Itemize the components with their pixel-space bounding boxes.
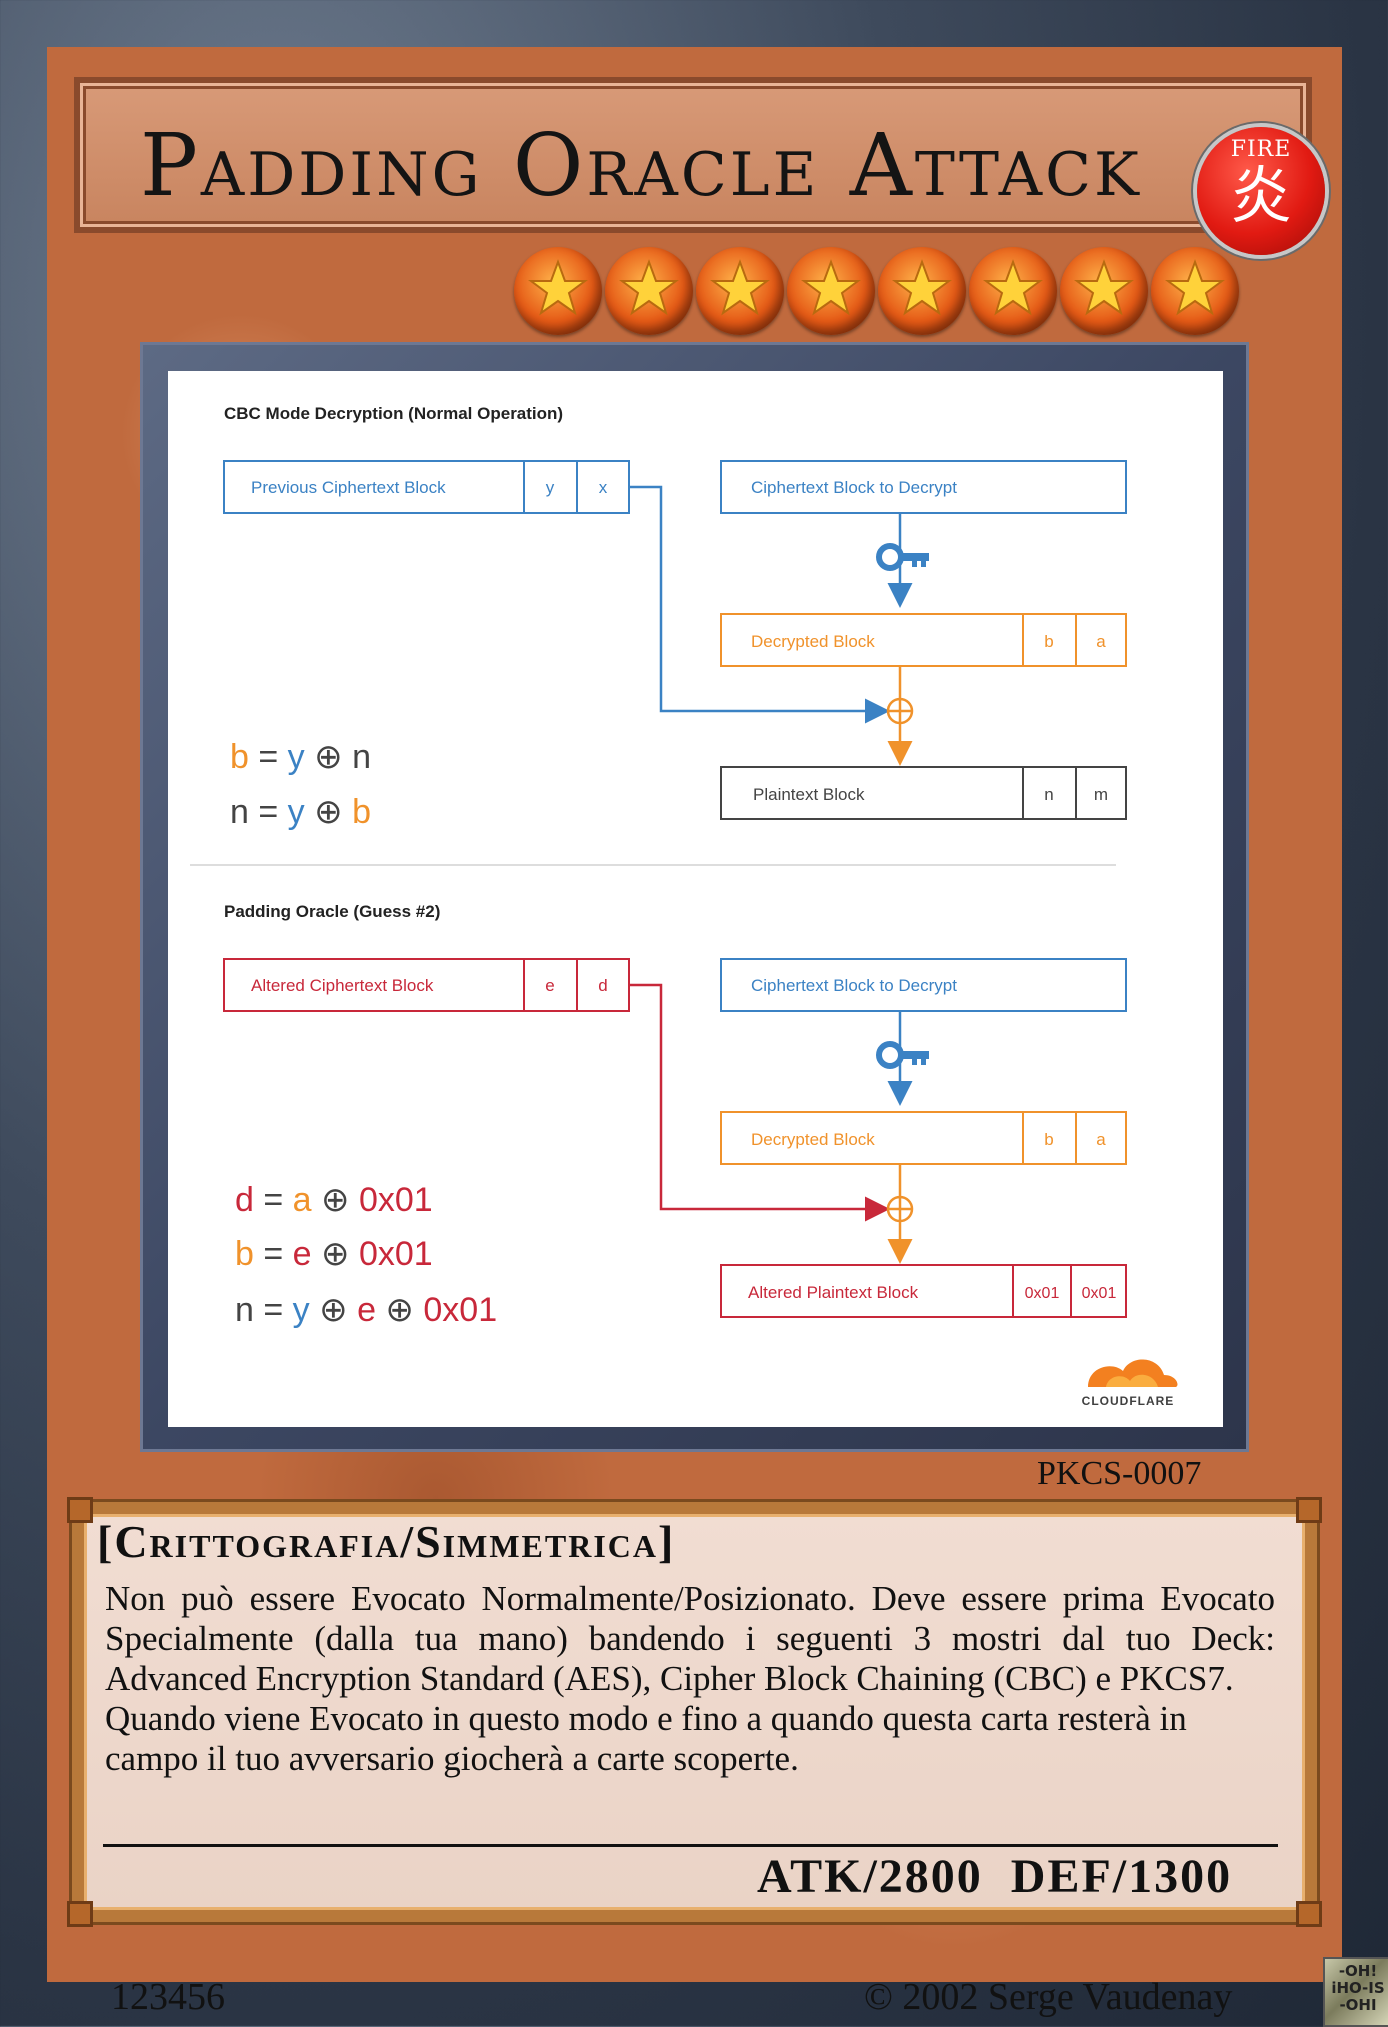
xor-icon <box>886 1195 914 1223</box>
atk-value: ATK/2800 <box>757 1850 983 1903</box>
monster-type: [Crittografia/Simmetrica] <box>97 1516 676 1567</box>
cell-0x01-b: 0x01 <box>1082 1285 1117 1302</box>
stat-divider <box>103 1844 1278 1847</box>
equation-5: n = y ⊕ e ⊕ 0x01 <box>235 1291 497 1329</box>
corner-ornament <box>1296 1497 1322 1523</box>
card-effect: Non può essere Evocato Normalmente/Posiz… <box>105 1579 1275 1779</box>
corner-ornament <box>67 1497 93 1523</box>
cell-e: e <box>545 976 554 995</box>
corner-ornament <box>1296 1901 1322 1927</box>
section2-heading: Padding Oracle (Guess #2) <box>224 902 440 921</box>
monster-card: Padding Oracle Attack FIRE 炎 CBC Mode De… <box>47 47 1388 2027</box>
key-icon <box>876 543 929 571</box>
cell-a: a <box>1096 632 1106 651</box>
passcode: 123456 <box>111 1976 225 2018</box>
block-label: Altered Ciphertext Block <box>251 976 434 995</box>
corner-ornament <box>67 1901 93 1927</box>
svg-text:CLOUDFLARE: CLOUDFLARE <box>1082 1394 1175 1408</box>
cell-m: m <box>1094 785 1108 804</box>
level-star-icon <box>696 247 784 335</box>
cell-d: d <box>598 976 607 995</box>
equation-4: b = e ⊕ 0x01 <box>235 1235 433 1273</box>
block-label: Decrypted Block <box>751 632 875 651</box>
cell-b: b <box>1044 632 1053 651</box>
altered-ciphertext-block: Altered Ciphertext Block e d <box>223 958 630 1012</box>
key-icon <box>876 1041 929 1069</box>
equation-1: b = y ⊕ n <box>230 738 371 776</box>
decrypted-block-2: Decrypted Block b a <box>720 1111 1127 1165</box>
level-star-icon <box>605 247 693 335</box>
card-title: Padding Oracle Attack <box>140 116 1142 216</box>
cell-x: x <box>599 478 608 497</box>
cell-n: n <box>1044 785 1053 804</box>
level-star-icon <box>969 247 1057 335</box>
block-label: Ciphertext Block to Decrypt <box>751 976 957 995</box>
cell-a: a <box>1096 1130 1106 1149</box>
level-star-icon <box>514 247 602 335</box>
block-label: Altered Plaintext Block <box>748 1283 919 1302</box>
cell-y: y <box>546 478 555 497</box>
ciphertext-block-to-decrypt-1: Ciphertext Block to Decrypt <box>720 460 1127 514</box>
artwork: CBC Mode Decryption (Normal Operation) P… <box>168 371 1223 1427</box>
def-value: DEF/1300 <box>1010 1850 1233 1903</box>
attribute-glyph: 炎 <box>1229 159 1292 232</box>
section1-heading: CBC Mode Decryption (Normal Operation) <box>224 404 563 423</box>
effect-paragraph: Non può essere Evocato Normalmente/Posiz… <box>105 1579 1275 1698</box>
level-star-icon <box>878 247 966 335</box>
attribute-label: FIRE <box>1230 137 1292 162</box>
ciphertext-block-to-decrypt-2: Ciphertext Block to Decrypt <box>720 958 1127 1012</box>
block-label: Previous Ciphertext Block <box>251 478 446 497</box>
title-frame: Padding Oracle Attack FIRE 炎 <box>74 77 1325 255</box>
cloudflare-logo: CLOUDFLARE <box>1082 1359 1178 1408</box>
block-label: Plaintext Block <box>753 785 865 804</box>
equation-3: d = a ⊕ 0x01 <box>235 1181 433 1219</box>
block-label: Decrypted Block <box>751 1130 875 1149</box>
previous-ciphertext-block: Previous Ciphertext Block y x <box>223 460 630 514</box>
equation-2: n = y ⊕ b <box>230 793 371 831</box>
cell-b: b <box>1044 1130 1053 1149</box>
fire-attribute-icon: FIRE 炎 <box>1197 127 1325 255</box>
cell-0x01-a: 0x01 <box>1025 1285 1060 1302</box>
effect-box <box>72 1502 1317 1922</box>
decrypted-block-1: Decrypted Block b a <box>720 613 1127 667</box>
copyright: © 2002 Serge Vaudenay <box>864 1976 1233 2018</box>
set-id: PKCS-0007 <box>1037 1455 1202 1492</box>
stats: ATK/2800 DEF/1300 <box>757 1849 1232 1904</box>
effect-paragraph: Quando viene Evocato in questo modo e fi… <box>105 1699 1187 1778</box>
plaintext-block: Plaintext Block n m <box>720 766 1127 820</box>
xor-icon <box>886 697 914 725</box>
level-star-icon <box>1060 247 1148 335</box>
altered-plaintext-block: Altered Plaintext Block 0x01 0x01 <box>720 1264 1127 1318</box>
level-star-icon <box>787 247 875 335</box>
level-star-icon <box>1151 247 1239 335</box>
hologram-seal: -OH! iHO-IS -OHI <box>1323 1957 1388 2027</box>
level-stars <box>514 247 1239 337</box>
block-label: Ciphertext Block to Decrypt <box>751 478 957 497</box>
